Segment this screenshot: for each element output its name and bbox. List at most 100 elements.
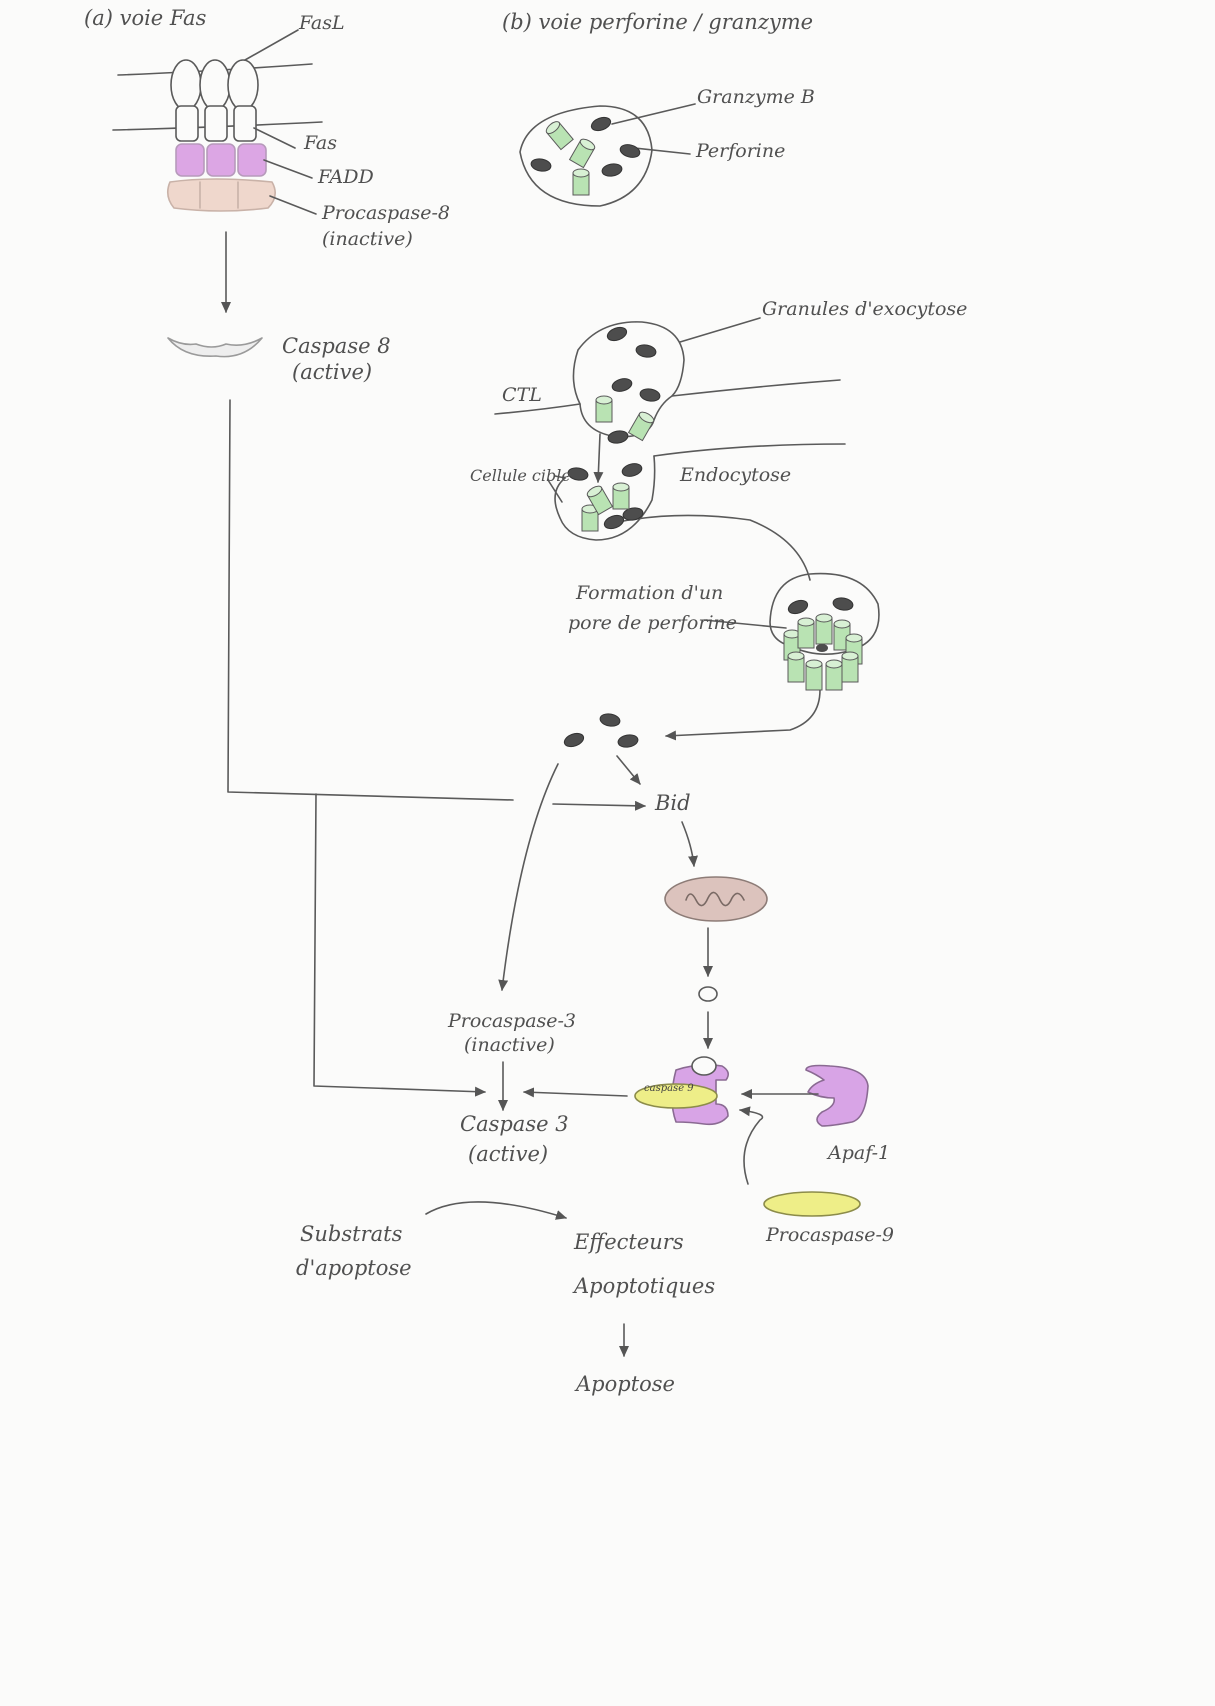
caspase3-label-line1: Caspase 3	[460, 1112, 569, 1136]
granzyme-particle	[622, 507, 644, 521]
panel-a-title: (a) voie Fas	[84, 6, 207, 30]
granzyme-granule	[519, 103, 696, 207]
granules-leader	[679, 317, 761, 343]
perforin-cylinder	[612, 482, 630, 510]
effecteurs-label-line2: Apoptotiques	[574, 1274, 716, 1298]
pore-perforin-cylinder	[797, 617, 815, 649]
pore-granzyme-particle	[816, 644, 828, 652]
procaspase3-label-line2: (inactive)	[464, 1034, 555, 1056]
perforin-pore-cylinders	[783, 613, 863, 691]
perforin-cylinder	[595, 395, 613, 423]
perforin-cylinder	[627, 411, 655, 442]
pore-perforin-cylinder	[805, 659, 823, 691]
fadd-shape	[175, 143, 205, 177]
perforin-cylinder	[581, 504, 599, 532]
apoptosome-cytc	[691, 1056, 717, 1076]
apoptose-label: Apoptose	[576, 1372, 675, 1396]
bid-label: Bid	[655, 791, 691, 815]
fasl-leader	[244, 29, 299, 61]
granules-label: Granules d'exocytose	[762, 298, 968, 320]
exocytosis-structure	[494, 317, 846, 581]
perforine-label: Perforine	[696, 140, 786, 162]
fasl-shape	[199, 59, 231, 111]
arrow-to-bid	[552, 800, 646, 811]
procaspase9-label: Procaspase-9	[766, 1224, 895, 1246]
pore-perforin-cylinder	[787, 651, 805, 683]
procaspase8-leader	[269, 195, 317, 215]
procaspase3-label-line1: Procaspase-3	[448, 1010, 577, 1032]
apaf1-group	[739, 1064, 869, 1217]
perforin-cylinder	[545, 121, 574, 151]
fadd-shape	[237, 143, 267, 177]
mitochondrion-cristae	[685, 891, 745, 907]
granzyme-particle	[621, 463, 643, 477]
ctl-label: CTL	[502, 384, 542, 406]
granzyme-particle	[606, 326, 628, 342]
effecteurs-label-line1: Effecteurs	[574, 1230, 684, 1254]
exo-to-endo-arrow	[593, 433, 604, 483]
effector-flow	[425, 1201, 629, 1357]
bid-to-mito-arrow	[681, 821, 698, 867]
granzyme-particle	[601, 163, 623, 177]
perforin-cylinder	[572, 168, 590, 196]
cellule-cible-label: Cellule cible	[470, 466, 571, 485]
granzyme-particle	[832, 597, 854, 611]
caspase8-label-line2: (active)	[292, 360, 373, 384]
procaspase8-label-line1: Procaspase-8	[322, 202, 451, 224]
fas-receptor-shape	[204, 105, 228, 142]
target-membrane-left	[554, 475, 566, 479]
granzyme-perforin-particles	[530, 116, 854, 748]
procaspase8-label-line2: (inactive)	[322, 228, 413, 250]
released-granzyme-arrows	[498, 755, 698, 991]
granzyme-particle	[611, 378, 633, 392]
substrats-label-line1: Substrats	[300, 1222, 403, 1246]
fas-receptor-shape	[233, 105, 257, 142]
mitochondrion-shape	[664, 876, 768, 922]
fasl-label: FasL	[299, 12, 345, 34]
pore-label-line1: Formation d'un	[576, 582, 724, 604]
fas-complex	[112, 29, 646, 1097]
granzyme-leader	[611, 103, 696, 125]
pore-perforin-cylinder	[841, 651, 859, 683]
substrats-label-line2: d'apoptose	[296, 1256, 412, 1280]
endocytosis-to-pore-line	[617, 514, 811, 581]
endocytose-label: Endocytose	[680, 464, 792, 486]
cytochrome-c	[698, 986, 718, 1002]
pore-perforin-cylinder	[833, 619, 851, 651]
fasl-shape	[227, 59, 259, 111]
fas-receptor-shape	[175, 105, 199, 142]
procaspase9-shape	[763, 1191, 861, 1217]
mitochondrion	[664, 876, 768, 1049]
granzyme-particle	[599, 713, 621, 727]
caspase8-pathway-line	[227, 399, 514, 801]
granzyme-particle	[603, 514, 625, 530]
fadd-label: FADD	[318, 166, 374, 188]
endocytosis-vesicle	[554, 455, 656, 541]
pore-to-granzyme-arrow	[665, 689, 821, 741]
ctl-membrane-right	[671, 379, 841, 397]
granzyme-particle	[567, 467, 589, 481]
apaf1-shape	[805, 1064, 869, 1127]
fasl-shape	[170, 59, 202, 111]
caspase8-to-caspase3-line	[313, 793, 486, 1097]
pore-leader	[703, 619, 787, 629]
apoptosome-to-caspase3-arrow	[523, 1087, 628, 1098]
procaspase8-shape	[166, 178, 276, 212]
caspase9-badge: caspase 9	[644, 1083, 694, 1094]
perforin-cylinder	[586, 485, 614, 516]
ctl-membrane-left	[494, 403, 581, 415]
apoptosome	[498, 1056, 730, 1126]
granzyme-particle	[590, 116, 612, 132]
fadd-shape	[206, 143, 236, 177]
fadd-leader	[263, 159, 313, 179]
granzyme-particle	[639, 388, 661, 402]
panel-b-title: (b) voie perforine / granzyme	[502, 10, 814, 34]
fas-leader	[253, 127, 296, 149]
caspase9-ellipse	[634, 1083, 718, 1109]
granzyme-particle	[619, 144, 641, 158]
perforine-leader	[633, 147, 691, 155]
target-membrane-right	[653, 443, 846, 457]
caspase8-shape	[167, 337, 263, 358]
caspase3-label-line2: (active)	[468, 1142, 549, 1166]
granzyme-particle	[530, 158, 552, 172]
